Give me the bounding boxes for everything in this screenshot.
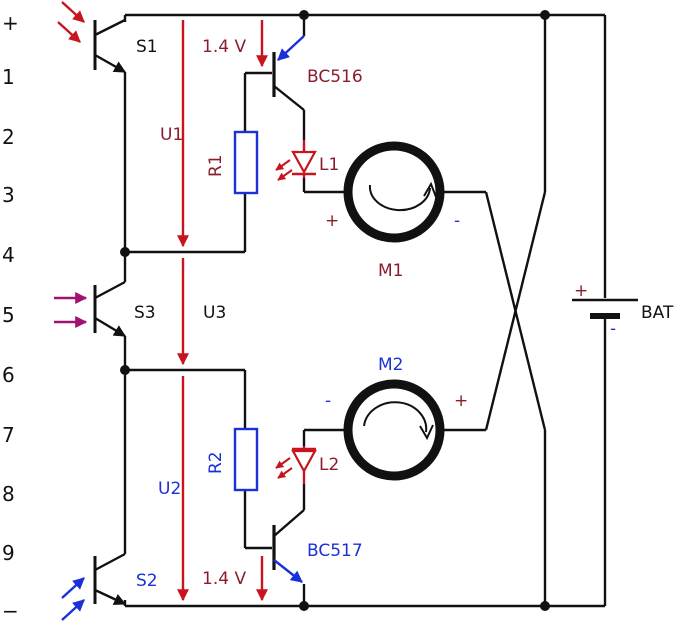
junction-dot (540, 601, 550, 611)
q2-collector-leg (273, 509, 305, 537)
vbe-top-label: 1.4 V (202, 37, 246, 57)
row-label-5: 5 (2, 303, 15, 327)
row-label-7: 7 (2, 423, 15, 447)
u1-label: U1 (160, 125, 183, 145)
led-l1: L1 (275, 140, 339, 181)
battery-plus-label: + (574, 281, 588, 301)
voltage-arrows (177, 20, 268, 602)
l1-diode-triangle (291, 150, 317, 175)
m1-housing (343, 141, 445, 243)
m2-housing (343, 379, 445, 481)
row-label-3: 3 (2, 183, 15, 207)
m1-minus-label: - (454, 211, 460, 231)
l2-diode-triangle (291, 449, 317, 474)
junction-dot (299, 10, 309, 20)
battery-label: BAT (641, 303, 674, 323)
q2-emitter-arrow (273, 559, 303, 583)
rotation-arrowhead-icon (419, 424, 434, 441)
m2-plus-label: + (454, 391, 468, 411)
s3-emitter (94, 316, 127, 338)
cross-wire-b (484, 191, 547, 431)
row-label-2: 2 (2, 125, 15, 149)
q1-emitter-arrow (277, 35, 305, 61)
m2-label: M2 (378, 355, 403, 375)
transistor-bc517: BC517 (272, 509, 363, 583)
row-label-8: 8 (2, 482, 15, 506)
l1-label: L1 (319, 155, 339, 175)
light-arrow-icon (61, 577, 85, 599)
q2-label: BC517 (307, 541, 363, 561)
transistor-bc516: BC516 (272, 35, 363, 111)
junction-dot (120, 247, 130, 257)
battery-bat: + - BAT (572, 281, 674, 339)
s1-collector (94, 18, 126, 37)
resistor-r2 (233, 427, 259, 492)
motor-m2: M2 - + (325, 355, 468, 481)
m1-label: M1 (378, 261, 403, 281)
junction-dot (299, 601, 309, 611)
l2-label: L2 (319, 455, 339, 475)
q1-label: BC516 (307, 67, 363, 87)
light-arrow-icon (57, 21, 81, 43)
m1-plus-label: + (325, 211, 339, 231)
rotation-arrowhead-icon (423, 181, 437, 198)
wiring (123, 13, 607, 608)
rail-plus-label: + (2, 11, 19, 35)
s3-label: S3 (134, 303, 156, 323)
row-label-4: 4 (2, 243, 15, 267)
phototransistor-s2: S2 (61, 552, 158, 621)
r1-label: R1 (206, 154, 226, 177)
row-label-1: 1 (2, 65, 15, 89)
rotation-arrow-icon (363, 401, 428, 433)
s2-collector (94, 552, 126, 572)
vbe-bottom-label: 1.4 V (202, 569, 246, 589)
s2-label: S2 (136, 571, 158, 591)
emission-arrow-icon (275, 159, 291, 171)
emission-arrow-icon (277, 467, 293, 479)
m2-minus-label: - (325, 391, 331, 411)
motor-m1: M1 + - (325, 141, 460, 281)
u2-label: U2 (158, 479, 181, 499)
junctions (120, 10, 550, 611)
rail-minus-label: − (2, 599, 19, 623)
row-label-9: 9 (2, 541, 15, 565)
s2-emitter (94, 588, 127, 606)
junction-dot (120, 365, 130, 375)
light-arrow-icon (61, 599, 85, 621)
s3-collector (94, 280, 126, 300)
s1-emitter (94, 53, 127, 74)
rotation-arrow-icon (368, 184, 431, 212)
light-arrow-icon (61, 1, 85, 23)
u3-label: U3 (203, 303, 226, 323)
r2-label: R2 (206, 451, 226, 474)
junction-dot (540, 10, 550, 20)
q1-collector-leg (273, 85, 305, 111)
phototransistor-s1: S1 (57, 1, 158, 74)
resistor-r1 (233, 130, 259, 195)
phototransistor-s3: S3 (54, 280, 156, 338)
row-label-6: 6 (2, 363, 15, 387)
emission-arrow-icon (275, 457, 291, 469)
battery-minus-label: - (610, 319, 616, 339)
s1-label: S1 (136, 37, 158, 57)
led-l2: L2 (275, 446, 339, 484)
emission-arrow-icon (277, 169, 293, 181)
